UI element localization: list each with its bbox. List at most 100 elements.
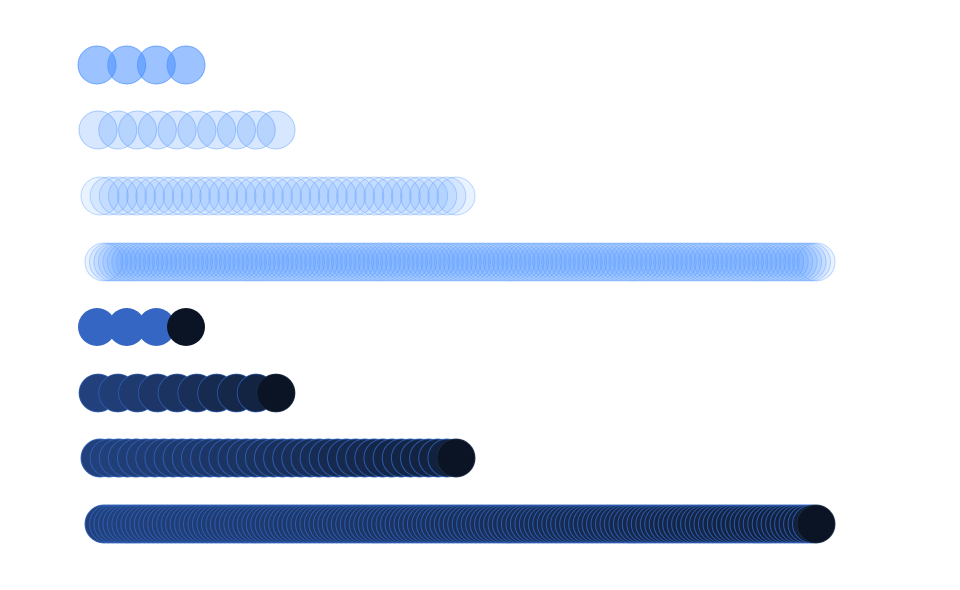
- pill-circle: [290, 176, 330, 216]
- pill-circle: [590, 242, 630, 282]
- pill-circle: [167, 308, 205, 346]
- pill-circle: [339, 242, 379, 282]
- pill-circle: [626, 242, 666, 282]
- pill-circle: [208, 176, 248, 216]
- pill-circle: [348, 242, 388, 282]
- pill-circle: [796, 242, 836, 282]
- pill-circle: [353, 242, 393, 282]
- pill-circle: [357, 242, 397, 282]
- pill-circle: [478, 242, 518, 282]
- dark-pills-row-4: [84, 504, 836, 544]
- pill-circle: [142, 242, 182, 282]
- pill-circle: [236, 110, 276, 150]
- pill-circle: [290, 242, 330, 282]
- pill-circle: [436, 438, 476, 478]
- pill-circle: [371, 242, 411, 282]
- pill-circle: [509, 242, 549, 282]
- pill-circle: [406, 242, 446, 282]
- pill-circle: [729, 242, 769, 282]
- pill-circle: [321, 242, 361, 282]
- pill-circle: [107, 308, 146, 346]
- pill-circle: [126, 176, 166, 216]
- pill-circle: [550, 242, 590, 282]
- pill-circle: [747, 242, 787, 282]
- pill-circle: [345, 176, 385, 216]
- pill-circle: [514, 242, 554, 282]
- pill-circle: [78, 308, 116, 346]
- pill-circle: [147, 242, 187, 282]
- pill-circle: [80, 176, 120, 216]
- pill-circle: [89, 176, 129, 216]
- pill-circle: [697, 242, 737, 282]
- pill-circle: [706, 242, 746, 282]
- pill-circle: [711, 242, 751, 282]
- pill-circle: [411, 242, 451, 282]
- pill-circle: [205, 242, 245, 282]
- pill-circle: [603, 242, 643, 282]
- pill-circle: [738, 242, 778, 282]
- pill-circle: [436, 176, 476, 216]
- pill-circle: [216, 110, 256, 150]
- pill-circle: [769, 242, 809, 282]
- pill-circle: [384, 242, 424, 282]
- pill-circle: [500, 242, 540, 282]
- pill-circle: [245, 242, 285, 282]
- pill-circle: [162, 176, 202, 216]
- pill-circle: [344, 242, 384, 282]
- pill-circle: [581, 242, 621, 282]
- pill-circle: [402, 242, 442, 282]
- pill-circle: [778, 242, 818, 282]
- pill-circle: [308, 176, 348, 216]
- pill-circle: [532, 242, 572, 282]
- pill-circle: [362, 242, 402, 282]
- dark-pills-row-3: [80, 438, 476, 478]
- pill-circle: [107, 176, 147, 216]
- pill-circle: [178, 242, 218, 282]
- pill-circle: [183, 242, 223, 282]
- pill-circle: [545, 242, 585, 282]
- pill-circle: [133, 242, 173, 282]
- pill-circle: [177, 110, 217, 150]
- pill-circle: [568, 242, 608, 282]
- pill-circle: [483, 242, 523, 282]
- pill-circle: [235, 176, 275, 216]
- pill-circle: [78, 110, 118, 150]
- pill-circle: [199, 176, 239, 216]
- pill-circle: [559, 242, 599, 282]
- light-pills-row-2: [78, 110, 296, 150]
- pill-circle: [630, 242, 670, 282]
- pill-circle: [671, 242, 711, 282]
- pill-circle: [187, 242, 227, 282]
- pill-circle: [144, 176, 184, 216]
- pill-circle: [742, 242, 782, 282]
- pill-circle: [496, 242, 536, 282]
- pill-circle: [115, 242, 155, 282]
- pill-circle: [214, 242, 254, 282]
- pill-circle: [335, 242, 375, 282]
- pill-circle: [393, 242, 433, 282]
- pill-circle: [397, 242, 437, 282]
- pill-circle: [303, 242, 343, 282]
- pill-circle: [702, 242, 742, 282]
- pill-circle: [380, 242, 420, 282]
- pill-circle: [469, 242, 509, 282]
- pill-circle: [372, 176, 412, 216]
- pill-circle: [129, 242, 169, 282]
- pill-circle: [684, 242, 724, 282]
- pill-circle: [787, 242, 827, 282]
- pill-circle: [792, 242, 832, 282]
- pill-circle: [442, 242, 482, 282]
- pill-circle: [330, 242, 370, 282]
- pill-circle: [662, 242, 702, 282]
- pill-circle: [505, 242, 545, 282]
- pill-circle: [299, 242, 339, 282]
- pill-circle: [693, 242, 733, 282]
- pill-circle: [774, 242, 814, 282]
- pill-circle: [196, 242, 236, 282]
- pill-circle: [151, 242, 191, 282]
- pill-circle: [209, 242, 249, 282]
- pill-circle: [312, 242, 352, 282]
- pill-circle: [657, 242, 697, 282]
- pill-circle: [106, 242, 146, 282]
